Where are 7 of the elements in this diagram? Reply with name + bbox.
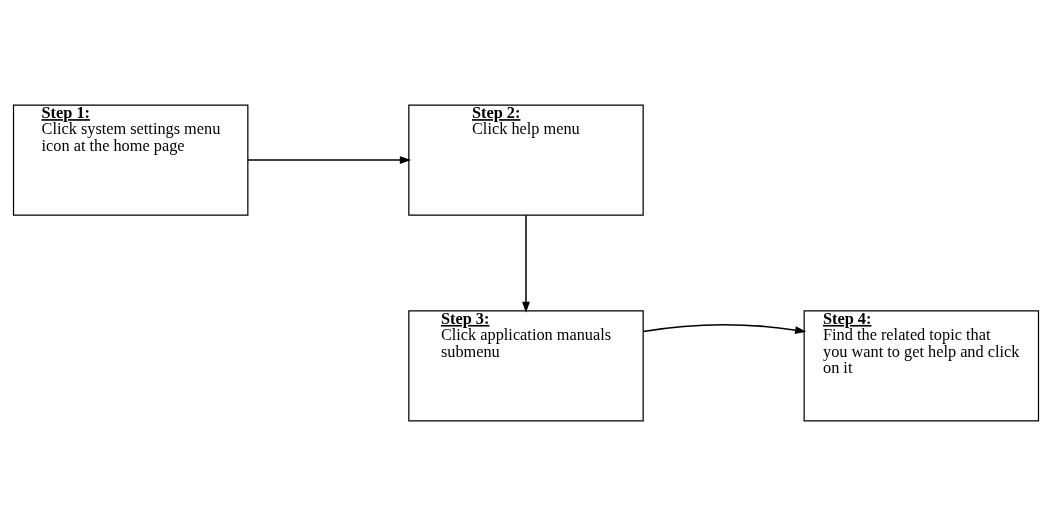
node-box: Step 3: Click application manuals submenu <box>408 310 644 422</box>
node-box: Step 2: Click help menu <box>408 104 644 216</box>
node-box: Step 4: Find the related topic that you want to get help and click on it <box>803 310 1040 422</box>
arrow <box>522 214 530 313</box>
arrow <box>247 156 412 165</box>
node-box: Step 1: Click system settings menu icon at the home page <box>12 104 249 216</box>
arrow <box>642 323 807 334</box>
